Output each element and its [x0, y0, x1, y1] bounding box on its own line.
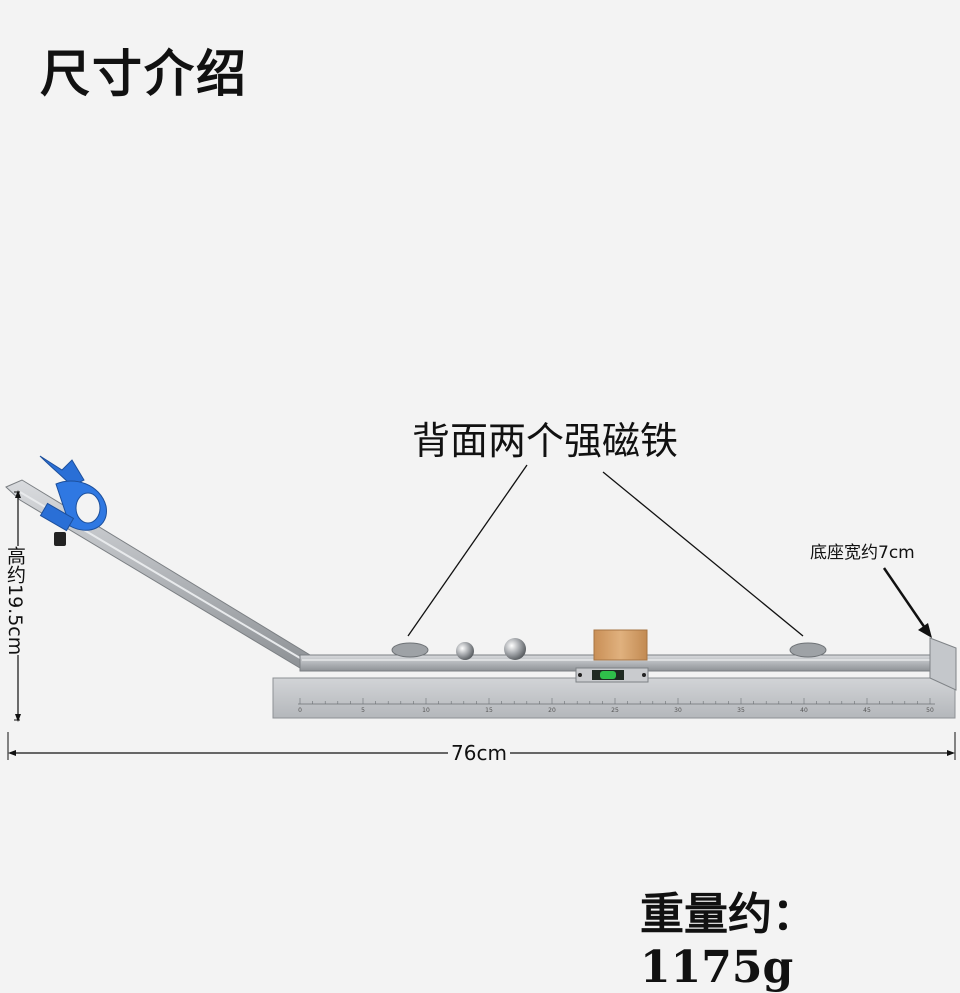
spirit-level — [575, 667, 649, 683]
ruler-tick-label: 20 — [548, 707, 556, 714]
steel-ball-small — [456, 642, 474, 660]
product-illustration: 0 5 10 15 20 25 30 35 40 45 50 — [5, 455, 957, 760]
base-width-arrow — [882, 567, 932, 638]
ruler-tick-label: 25 — [611, 707, 619, 714]
length-label: 76cm — [448, 741, 510, 765]
wood-block — [593, 629, 648, 661]
page-title: 尺寸介绍 — [40, 45, 248, 103]
ruler-base: 0 5 10 15 20 25 30 35 40 45 50 — [272, 677, 956, 719]
ruler-tick-label: 45 — [863, 707, 871, 714]
ruler-tick-label: 5 — [361, 707, 365, 714]
ruler-tick-label: 30 — [674, 707, 682, 714]
base-width-label: 底座宽约7cm — [810, 543, 915, 563]
magnet-callout-right — [602, 471, 804, 637]
blue-clamp — [39, 455, 107, 546]
weight-label: 重量约：1175g — [640, 889, 816, 993]
ruler-tick-label: 40 — [800, 707, 808, 714]
magnet-right — [789, 642, 827, 658]
magnet-left — [391, 642, 429, 658]
ruler-tick-label: 35 — [737, 707, 745, 714]
ruler-tick-label: 50 — [926, 707, 934, 714]
magnet-callout-left — [407, 464, 528, 637]
magnet-label: 背面两个强磁铁 — [412, 419, 679, 463]
steel-ball-large — [504, 638, 526, 660]
height-label: 高约19.5cm — [0, 546, 30, 656]
ruler-tick-label: 0 — [298, 707, 302, 714]
ruler-scale: 0 5 10 15 20 25 30 35 40 45 50 — [298, 698, 934, 714]
ruler-tick-label: 10 — [422, 707, 430, 714]
ruler-tick-label: 15 — [485, 707, 493, 714]
